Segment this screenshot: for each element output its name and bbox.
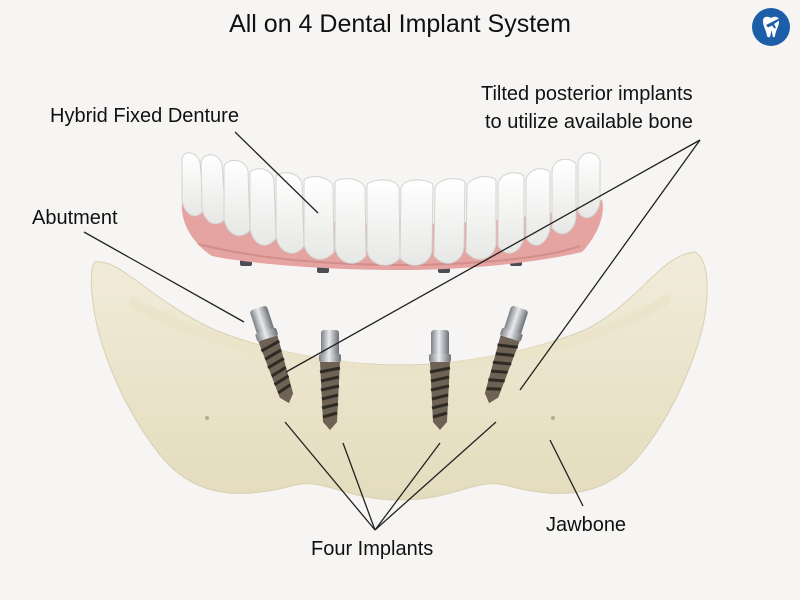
page-title: All on 4 Dental Implant System: [229, 10, 571, 38]
label-jawbone: Jawbone: [546, 514, 627, 536]
label-four-implants: Four Implants: [311, 538, 434, 560]
hybrid-denture: [181, 152, 603, 273]
label-abutment: Abutment: [32, 207, 118, 229]
label-tilted-implants-line1: Tilted posterior implants: [481, 83, 693, 105]
tooth-plane-logo-icon: [752, 8, 790, 46]
leader-lines: [83, 131, 701, 531]
label-hybrid-denture: Hybrid Fixed Denture: [50, 105, 239, 127]
label-tilted-implants-line2: to utilize available bone: [485, 111, 693, 133]
jawbone-shape: [90, 251, 708, 501]
